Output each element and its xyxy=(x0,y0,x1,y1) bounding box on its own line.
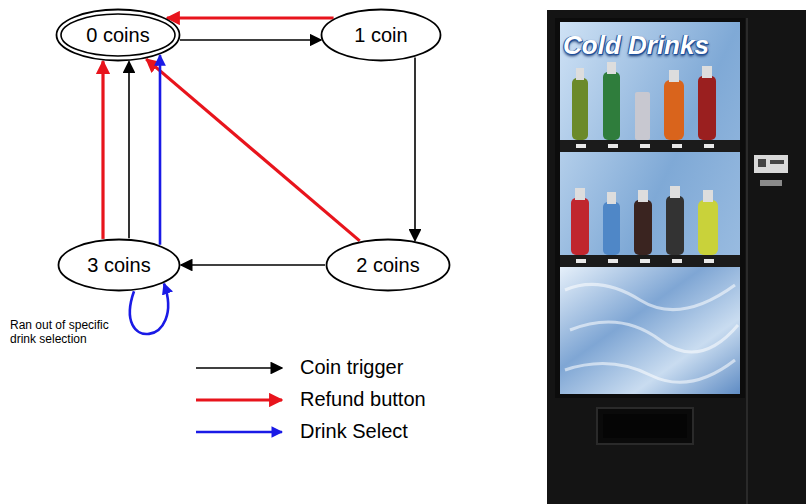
state-label: 1 coin xyxy=(354,24,407,47)
ellipse-border xyxy=(327,240,450,291)
transition-arrow xyxy=(130,284,168,334)
transition-arrow xyxy=(167,16,334,19)
legend-text: Drink Select xyxy=(300,420,408,443)
bottles xyxy=(571,62,718,255)
state-ellipse: 0 coins xyxy=(55,8,181,62)
transition-arrow xyxy=(128,62,130,239)
legend-line-sample xyxy=(196,431,282,434)
state-ellipse: 2 coins xyxy=(325,238,451,292)
brand-text: Cold Drinks xyxy=(563,30,709,61)
state-ellipse: 1 coin xyxy=(320,8,442,62)
transition-arrow xyxy=(180,39,321,41)
edge-note: Ran out of specific drink selection xyxy=(10,318,122,347)
machine-body xyxy=(547,10,806,504)
text-wrap: 3 coins xyxy=(87,254,150,277)
transition-arrow xyxy=(159,55,162,245)
transition-arrow xyxy=(181,264,325,266)
legend-line-sample xyxy=(196,398,282,401)
ellipse-border xyxy=(57,10,180,61)
state-label: 2 coins xyxy=(356,254,419,277)
transition-arrow xyxy=(146,59,359,241)
ellipse-inner-border xyxy=(61,14,175,56)
state-label: 0 coins xyxy=(86,24,149,47)
state-ellipse: 3 coins xyxy=(57,238,181,292)
text-wrap: 0 coins xyxy=(86,24,149,47)
transition-arrow xyxy=(414,57,416,240)
text-wrap: 1 coin xyxy=(354,24,407,47)
text-wrap: 2 coins xyxy=(356,254,419,277)
legend-line-sample xyxy=(196,367,282,369)
transition-arrow xyxy=(101,61,104,239)
dispenser-and-coin-panel xyxy=(597,18,788,504)
legend-text: Coin trigger xyxy=(300,356,403,379)
ellipse-border xyxy=(322,10,441,61)
state-label: 3 coins xyxy=(87,254,150,277)
ellipse-border xyxy=(59,240,180,291)
legend-text: Refund button xyxy=(300,388,426,411)
